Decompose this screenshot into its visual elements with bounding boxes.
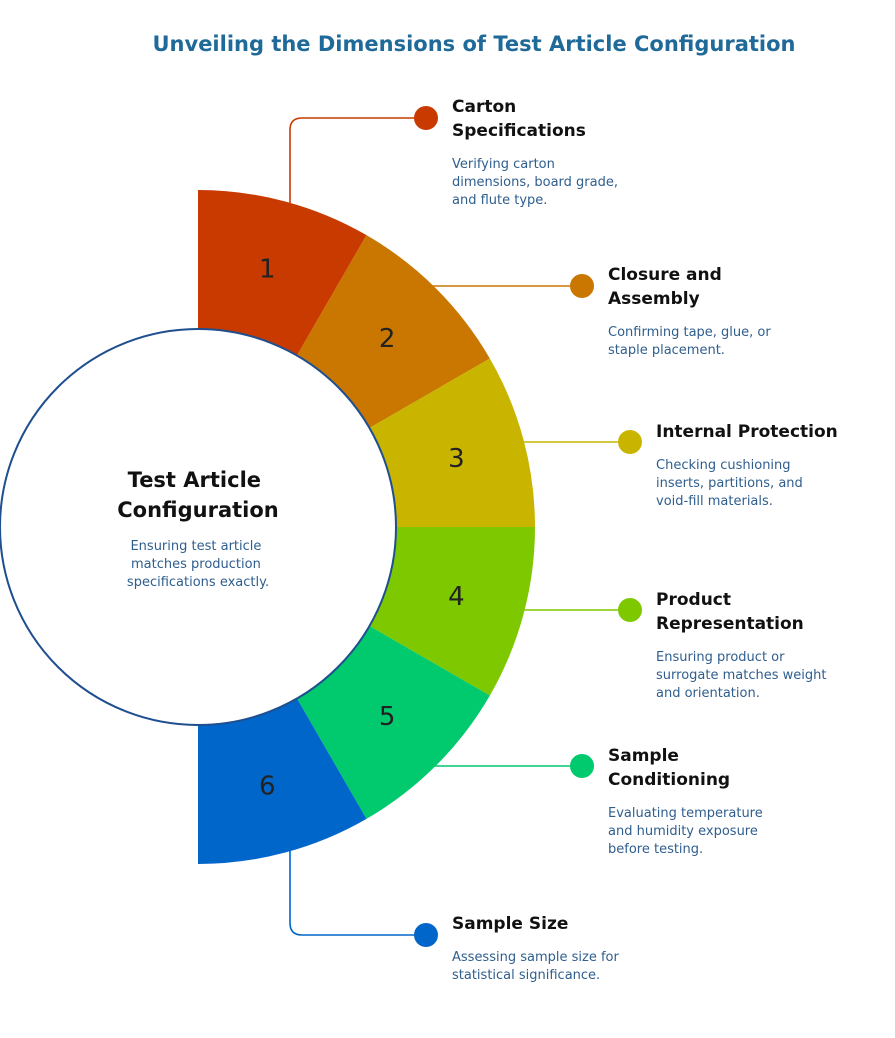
item-title-3: Internal Protection [656, 422, 838, 442]
item-desc-line: statistical significance. [452, 968, 600, 983]
connector-line-6 [289, 850, 426, 936]
connector-dot-5 [570, 754, 594, 778]
center-desc-line: matches production [131, 557, 261, 572]
connector-dot-6 [414, 923, 438, 947]
item-description-2: Confirming tape, glue, or staple placemen… [608, 325, 771, 358]
center-title-line: Configuration [117, 498, 278, 522]
segment-1 [198, 190, 367, 356]
item-desc-line: inserts, partitions, and [656, 476, 803, 491]
item-title-line: Conditioning [608, 770, 730, 790]
item-title-6: Sample Size [452, 914, 568, 934]
center-title-line: Test Article [128, 468, 261, 492]
segment-3 [369, 358, 535, 527]
item-desc-line: dimensions, board grade, [452, 175, 618, 190]
segment-number: 5 [379, 702, 396, 732]
segment-number: 3 [448, 444, 465, 474]
item-desc-line: void-fill materials. [656, 494, 773, 509]
item-desc-line: Confirming tape, glue, or [608, 325, 771, 340]
segment-number: 1 [259, 255, 276, 285]
connector-dot-1 [414, 106, 438, 130]
item-title-line: Internal Protection [656, 422, 838, 442]
item-desc-line: and orientation. [656, 686, 760, 701]
segment-number: 6 [259, 771, 276, 801]
item-desc-line: Assessing sample size for [452, 950, 619, 965]
connector-dot-3 [618, 430, 642, 454]
segment-number: 4 [448, 582, 465, 612]
segment-2 [297, 235, 490, 428]
segment-number: 2 [379, 324, 396, 354]
item-description-5: Evaluating temperature and humidity expos… [608, 806, 763, 857]
segments-group: 1 2 3 4 5 6 [198, 190, 535, 864]
center-circle [0, 328, 397, 726]
item-title-line: Representation [656, 614, 804, 634]
item-title-line: Assembly [608, 289, 700, 309]
connectors-group [289, 106, 642, 947]
item-desc-line: and humidity exposure [608, 824, 758, 839]
item-title-line: Sample [608, 746, 679, 766]
segment-4 [369, 527, 535, 696]
item-desc-line: before testing. [608, 842, 703, 857]
segment-5 [297, 626, 490, 819]
center-title: Test Article Configuration [117, 468, 278, 522]
item-title-line: Specifications [452, 121, 586, 141]
item-description-6: Assessing sample size for statistical sig… [452, 950, 619, 983]
item-description-4: Ensuring product or surrogate matches wei… [656, 650, 826, 701]
item-title-line: Sample Size [452, 914, 568, 934]
connector-line-1 [289, 117, 426, 205]
item-desc-line: and flute type. [452, 193, 547, 208]
item-desc-line: Verifying carton [452, 157, 555, 172]
diagram-title: Unveiling the Dimensions of Test Article… [153, 32, 796, 56]
center-description: Ensuring test article matches production… [127, 539, 269, 590]
item-desc-line: Ensuring product or [656, 650, 785, 665]
item-title-line: Closure and [608, 265, 722, 285]
segment-6 [198, 698, 367, 864]
center-desc-line: specifications exactly. [127, 575, 269, 590]
item-desc-line: staple placement. [608, 343, 725, 358]
connector-dot-2 [570, 274, 594, 298]
item-description-1: Verifying carton dimensions, board grade,… [452, 157, 618, 208]
center-desc-line: Ensuring test article [130, 539, 261, 554]
item-desc-line: Evaluating temperature [608, 806, 763, 821]
item-desc-line: Checking cushioning [656, 458, 791, 473]
item-title-line: Carton [452, 97, 516, 117]
item-title-line: Product [656, 590, 731, 610]
connector-dot-4 [618, 598, 642, 622]
item-desc-line: surrogate matches weight [656, 668, 826, 683]
center-hub: Test Article Configuration Ensuring test… [0, 328, 397, 726]
item-description-3: Checking cushioning inserts, partitions, … [656, 458, 803, 509]
